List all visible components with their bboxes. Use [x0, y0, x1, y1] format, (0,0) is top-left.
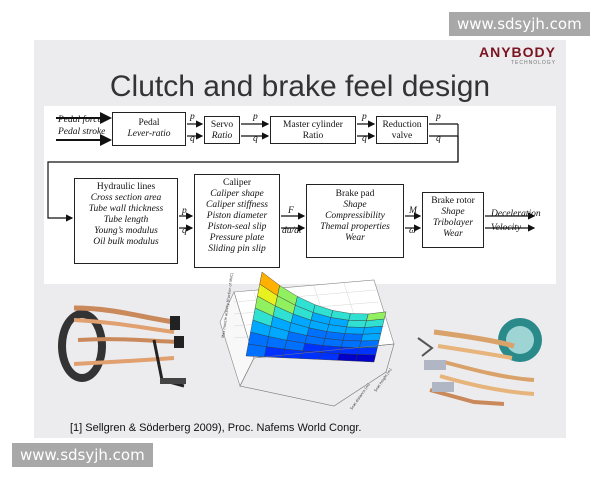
hydraulic-title: Hydraulic lines — [96, 182, 156, 192]
reduction-valve-box: Reduction valve — [376, 116, 428, 144]
surface-patch — [337, 353, 358, 362]
hydraulic-param-3: Tube length — [103, 215, 149, 225]
plot-x-label: Seat height [m] — [374, 367, 393, 392]
caliper-title: Caliper — [223, 178, 251, 188]
pedal-box: Pedal Lever-ratio — [112, 112, 186, 146]
watermark-top: www.sdsyjh.com — [449, 12, 590, 36]
surface-patch — [344, 326, 365, 335]
servo-title: Servo — [210, 120, 234, 130]
pad-param-1: Shape — [343, 200, 367, 210]
master-cylinder-box: Master cylinder Ratio — [270, 116, 356, 144]
surface-patch — [366, 311, 387, 321]
pad-title: Brake pad — [335, 189, 375, 199]
input-pedal-stroke: Pedal stroke — [58, 127, 106, 137]
pad-param-3: Themal properties — [320, 222, 390, 232]
brake-rotor-box: Brake rotor Shape Tribolayer Wear — [422, 192, 484, 248]
pad-param-2: Compressibility — [325, 211, 385, 221]
signal-p-3: p — [362, 112, 367, 122]
signal-q-2: q — [253, 134, 258, 144]
caliper-param-2: Caliper stiffness — [205, 200, 269, 210]
surface-patch — [346, 320, 367, 328]
pad-param-4: Wear — [345, 233, 365, 243]
input-pedal-force: Pedal force — [58, 115, 102, 125]
diagram-connectors — [47, 112, 536, 232]
caliper-param-5: Pressure plate — [209, 233, 265, 243]
caliper-param-4: Piston-seal slip — [207, 222, 267, 232]
brake-pad-box: Brake pad Shape Compressibility Themal p… — [306, 184, 404, 258]
seated-model-figure — [417, 318, 542, 406]
signal-f: F — [288, 206, 294, 216]
surface-patch — [360, 333, 382, 342]
rotor-param-2: Tribolayer — [432, 218, 474, 228]
hydraulic-param-5: Oil bulk modulus — [93, 237, 159, 247]
pedal-param: Lever-ratio — [127, 129, 171, 139]
citation: [1] Sellgren & Söderberg 2009), Proc. Na… — [70, 422, 362, 434]
leg-pedal-figure — [56, 292, 216, 412]
surface-patch — [348, 313, 369, 321]
surface-patch — [342, 333, 364, 342]
signal-p-4: p — [436, 112, 441, 122]
signal-omega: ω — [409, 226, 416, 236]
plot-y-label: Seat distance [m] — [350, 382, 371, 410]
signal-q-3: q — [362, 134, 367, 144]
signal-p-5: p — [182, 206, 187, 216]
servo-box: Servo Ratio — [204, 116, 240, 144]
reduction-line2: valve — [391, 131, 413, 141]
rotor-param-1: Shape — [441, 207, 465, 217]
caliper-param-1: Caliper shape — [210, 189, 264, 199]
surface-patch — [357, 347, 378, 356]
surface-patch — [355, 354, 376, 363]
master-title: Master cylinder — [283, 120, 343, 130]
signal-p-2: p — [253, 112, 258, 122]
signal-q-5: q — [182, 226, 187, 236]
master-param: Ratio — [302, 131, 324, 141]
hydraulic-param-2: Tube wall thickness — [88, 204, 164, 214]
hydraulic-param-4: Young’s modulus — [94, 226, 158, 236]
hydraulic-lines-box: Hydraulic lines Cross section area Tube … — [74, 178, 178, 264]
signal-du-dt: du/dt — [282, 226, 302, 236]
signal-q-4: q — [436, 134, 441, 144]
servo-param: Ratio — [211, 131, 233, 141]
caliper-param-6: Sliding pin slip — [208, 244, 266, 254]
signal-m: M — [409, 206, 417, 216]
caliper-box: Caliper Caliper shape Caliper stiffness … — [194, 174, 280, 268]
logo-name: ANYBODY — [478, 44, 556, 60]
caliper-param-3: Piston diameter — [206, 211, 268, 221]
signal-p-1: p — [190, 112, 195, 122]
rotor-title: Brake rotor — [431, 196, 475, 206]
output-deceleration: Deceleration — [491, 209, 541, 219]
surface-patch — [340, 340, 362, 348]
rotor-param-3: Wear — [443, 229, 463, 239]
signal-q-1: q — [190, 134, 195, 144]
surface-plot: Max muscle activity [fraction of MVC] Se… — [219, 271, 395, 411]
anybody-logo: ANYBODY TECHNOLOGY — [479, 44, 556, 66]
watermark-bottom: www.sdsyjh.com — [12, 443, 153, 467]
hydraulic-param-1: Cross section area — [90, 193, 162, 203]
reduction-line1: Reduction — [382, 120, 422, 130]
logo-subtitle: TECHNOLOGY — [510, 60, 556, 66]
pedal-title: Pedal — [138, 118, 160, 128]
slide: ANYBODY TECHNOLOGY Clutch and brake feel… — [34, 40, 566, 438]
slide-title: Clutch and brake feel design — [109, 70, 491, 103]
